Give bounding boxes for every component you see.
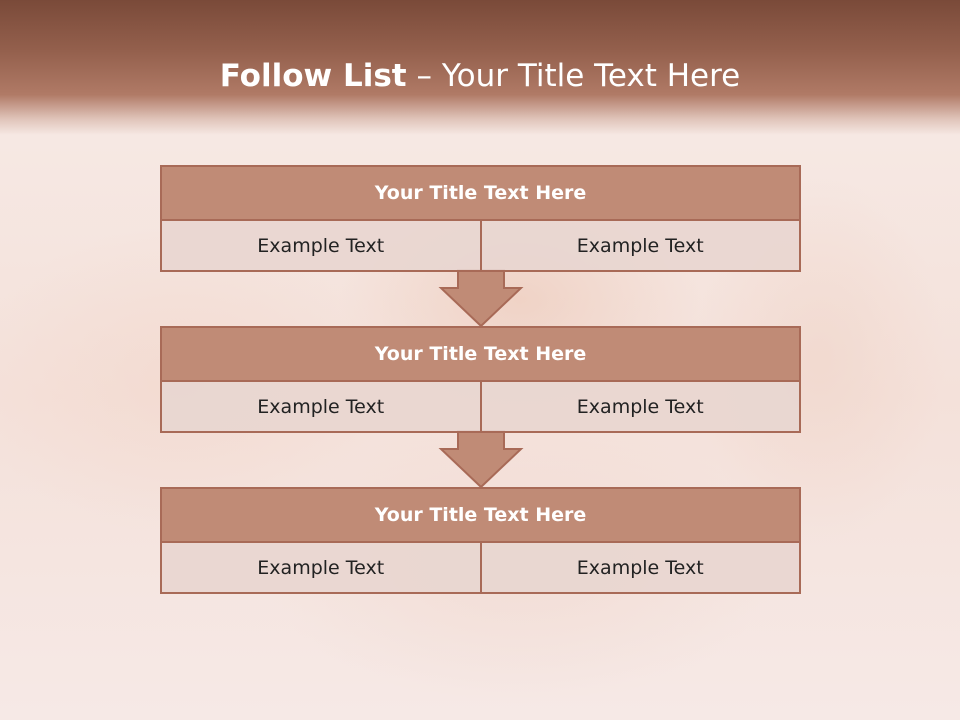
block-title: Your Title Text Here <box>160 487 801 543</box>
block-title: Your Title Text Here <box>160 326 801 382</box>
block-cell-right: Example Text <box>481 221 801 272</box>
block-cell-right: Example Text <box>481 382 801 433</box>
title-rest: – Your Title Text Here <box>416 58 741 94</box>
list-block: Your Title Text Here Example Text Exampl… <box>160 165 801 272</box>
title-bold: Follow List <box>219 58 407 94</box>
block-row: Example Text Example Text <box>160 543 801 594</box>
down-arrow-icon <box>438 430 524 489</box>
block-cell-left: Example Text <box>160 382 482 433</box>
block-row: Example Text Example Text <box>160 221 801 272</box>
list-block: Your Title Text Here Example Text Exampl… <box>160 487 801 594</box>
block-title: Your Title Text Here <box>160 165 801 221</box>
header-bar <box>0 0 960 135</box>
block-row: Example Text Example Text <box>160 382 801 433</box>
list-block: Your Title Text Here Example Text Exampl… <box>160 326 801 433</box>
block-cell-left: Example Text <box>160 221 482 272</box>
slide-title: Follow List – Your Title Text Here <box>0 54 960 98</box>
block-cell-right: Example Text <box>481 543 801 594</box>
block-cell-left: Example Text <box>160 543 482 594</box>
down-arrow-icon <box>438 269 524 328</box>
